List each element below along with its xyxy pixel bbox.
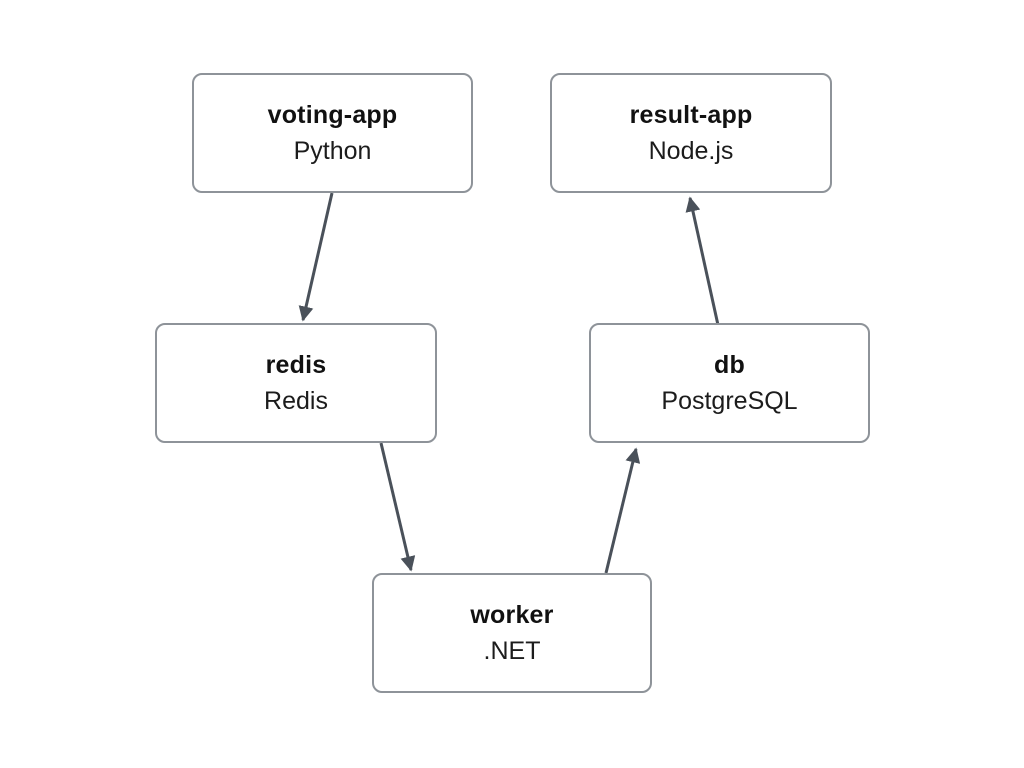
edge-worker-to-db	[604, 447, 641, 574]
node-result-app-title: result-app	[629, 100, 753, 129]
node-worker-subtitle: .NET	[483, 636, 541, 665]
node-db: db PostgreSQL	[589, 323, 870, 443]
node-worker: worker .NET	[372, 573, 652, 693]
edge-db-to-result-app	[685, 196, 720, 326]
node-voting-app: voting-app Python	[192, 73, 473, 193]
node-db-subtitle: PostgreSQL	[661, 386, 798, 415]
edge-redis-to-worker	[379, 442, 416, 572]
node-redis-subtitle: Redis	[264, 386, 328, 415]
node-redis-title: redis	[265, 350, 327, 379]
node-voting-app-subtitle: Python	[293, 136, 372, 165]
node-worker-title: worker	[470, 600, 554, 629]
node-voting-app-title: voting-app	[267, 100, 398, 129]
node-result-app-subtitle: Node.js	[648, 136, 734, 165]
node-result-app: result-app Node.js	[550, 73, 832, 193]
node-redis: redis Redis	[155, 323, 437, 443]
edge-voting-app-to-redis	[298, 192, 334, 322]
node-db-title: db	[714, 350, 745, 379]
